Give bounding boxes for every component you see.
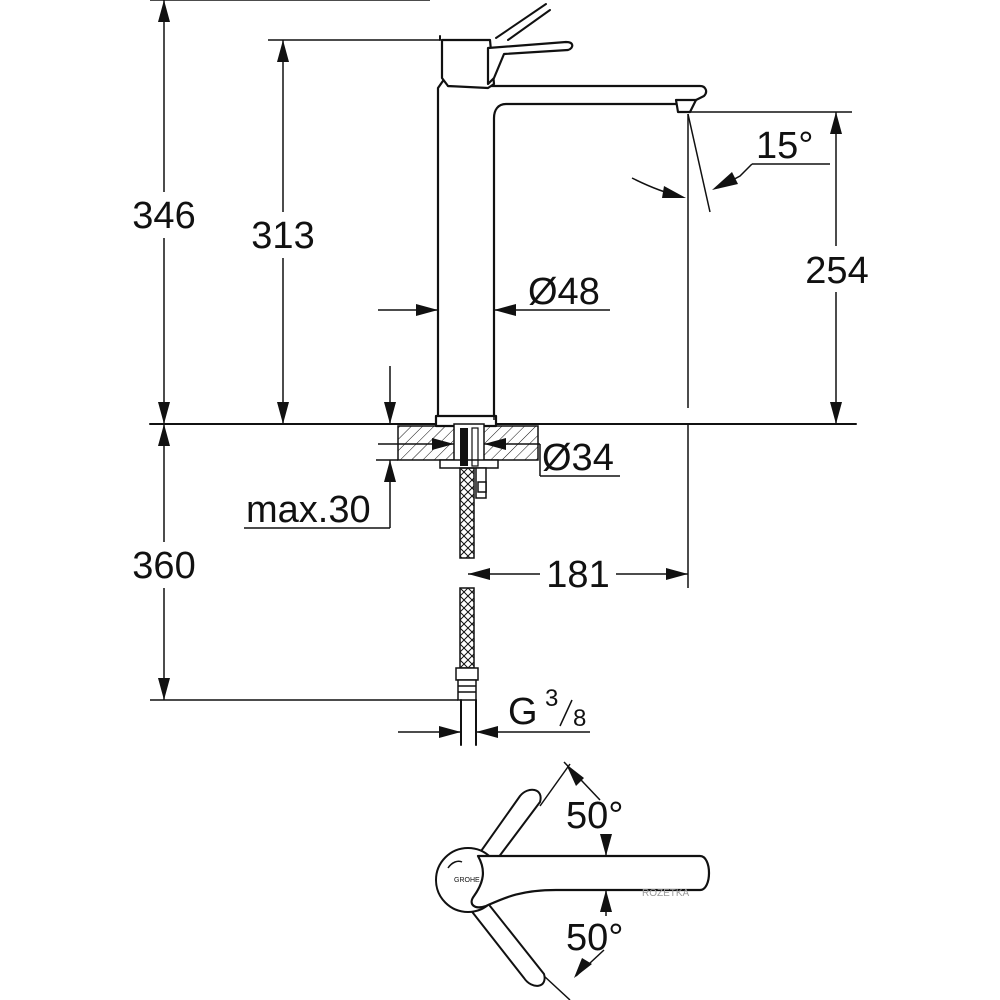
label-15-degree: 15° xyxy=(756,125,813,167)
label-346: 346 xyxy=(132,195,195,237)
faucet-lever xyxy=(486,40,574,86)
dim-mount-diameter: Ø34 xyxy=(378,437,620,479)
label-thread-g: G xyxy=(508,691,538,733)
lever-position-lower xyxy=(465,903,546,987)
dim-total-height: 346 xyxy=(120,0,430,424)
top-view: GROHE 50° 50° ROZETKA xyxy=(435,761,711,1000)
dim-body-diameter: Ø48 xyxy=(378,271,610,420)
label-313: 313 xyxy=(251,215,314,257)
dim-thread: G 3 8 xyxy=(398,685,590,738)
flexible-hose xyxy=(455,467,479,746)
hose-nut xyxy=(455,667,479,681)
faucet-body xyxy=(434,3,708,428)
lever-position-center xyxy=(470,854,711,909)
faucet-spout xyxy=(436,76,708,422)
label-thread-denominator: 8 xyxy=(573,705,586,732)
dim-outlet-angle: 15° xyxy=(631,113,830,408)
label-lever-angle-bottom: 50° xyxy=(566,917,623,959)
faucet-cartridge xyxy=(440,38,496,90)
mounting-nut xyxy=(439,459,499,469)
lever-position-upper xyxy=(461,788,542,879)
lever-raised-outline xyxy=(495,3,551,41)
label-max-30: max.30 xyxy=(246,489,371,531)
dim-max-thickness: max.30 xyxy=(244,366,398,531)
dim-hose-length: 360 xyxy=(120,424,458,701)
label-360: 360 xyxy=(132,545,195,587)
dim-outlet-height: 254 xyxy=(690,111,879,424)
watermark: ROZETKA xyxy=(642,888,690,899)
dim-projection: 181 xyxy=(468,424,689,596)
label-lever-angle-top: 50° xyxy=(566,795,623,837)
label-thread-numerator: 3 xyxy=(545,685,558,712)
aerator xyxy=(674,98,698,114)
label-254: 254 xyxy=(805,250,868,292)
svg-text:GROHE: GROHE xyxy=(454,877,480,884)
label-diameter-34: Ø34 xyxy=(542,437,614,479)
label-diameter-48: Ø48 xyxy=(528,271,600,313)
label-181: 181 xyxy=(546,554,609,596)
dim-spout-height: 313 xyxy=(240,39,440,424)
